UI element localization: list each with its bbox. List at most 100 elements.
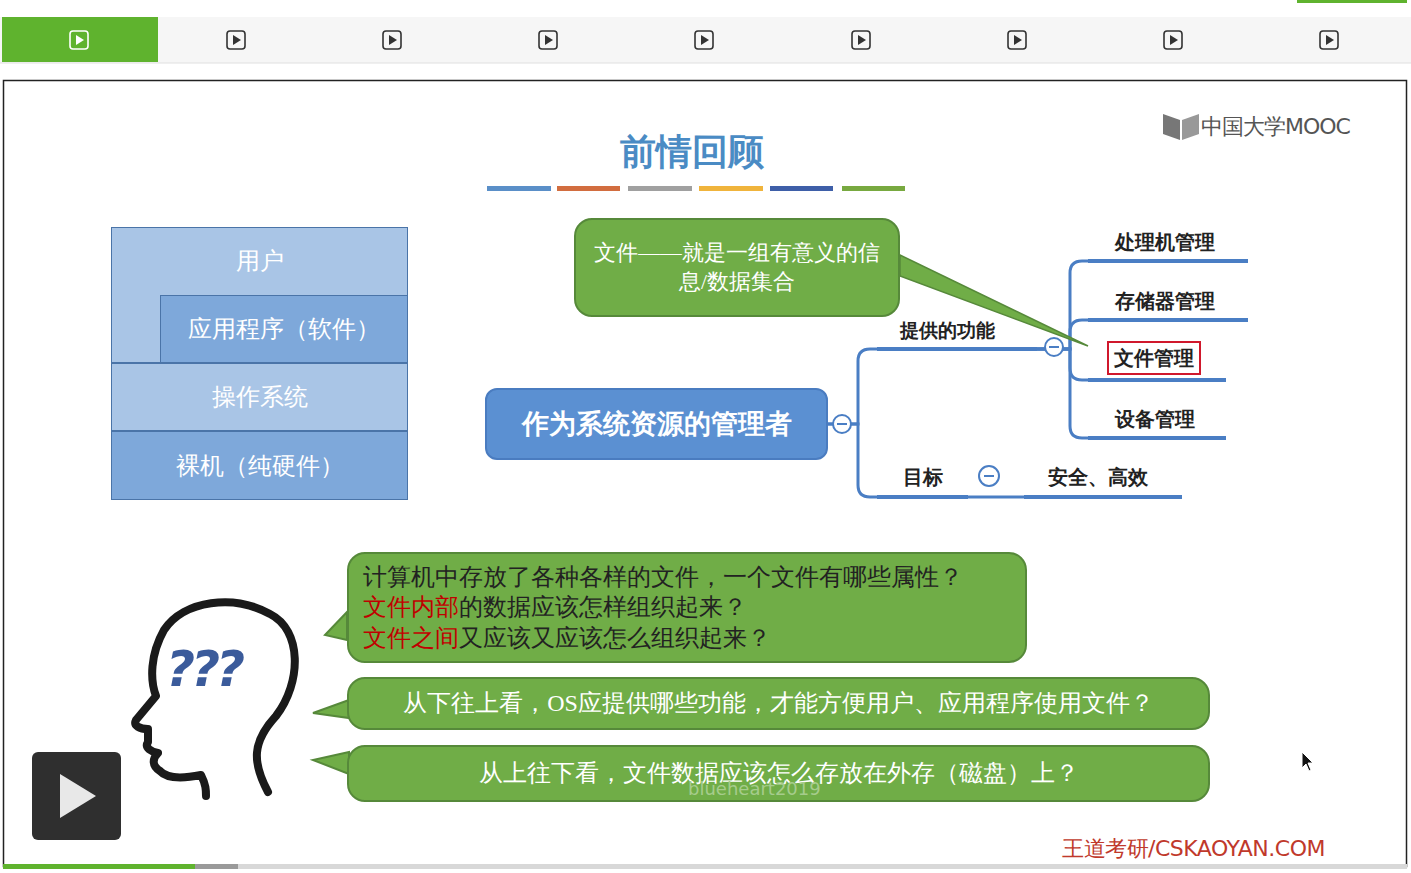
- text-holder: 从下往上看，OS应提供哪些功能，才能方便用户、应用程序使用文件？: [403, 688, 1154, 719]
- text-line: 文件之间又应该又应该怎么组织起来？: [363, 623, 963, 654]
- leaf-topic: 安全、高效: [1024, 460, 1182, 499]
- leaf-topic: 设备管理: [1088, 403, 1226, 440]
- collapse-knob: [979, 466, 999, 486]
- text-line: 提供的功能: [900, 318, 995, 344]
- text-holder: 存储器管理: [1115, 288, 1215, 315]
- node-text: 文件管理: [1107, 341, 1201, 375]
- text-line: 从下往上看，OS应提供哪些功能，才能方便用户、应用程序使用文件？: [403, 688, 1154, 719]
- branch-line: [828, 424, 877, 497]
- thinking-head: [135, 602, 295, 796]
- branch-topic: 提供的功能: [877, 316, 1037, 351]
- leaf-topic: 文件管理: [1088, 338, 1226, 382]
- node-text: 文件——就是一组有意义的信息/数据集合: [594, 241, 879, 293]
- root-topic: 作为系统资源的管理者: [485, 388, 828, 460]
- tab-play: [545, 35, 553, 45]
- node-text: 操作系统: [212, 384, 308, 410]
- tab-icon: [695, 31, 713, 49]
- connector: [1037, 349, 1088, 380]
- text-holder: 操作系统: [212, 381, 308, 413]
- top-tab-mark: [1297, 0, 1407, 3]
- node-text: 从下往上看，OS应提供哪些功能，才能方便用户、应用程序使用文件？: [403, 690, 1154, 716]
- tab-icon: [70, 31, 88, 49]
- tab-play: [233, 35, 241, 45]
- callout-bubble: 文件——就是一组有意义的信息/数据集合: [574, 218, 900, 317]
- text-line: 文件——就是一组有意义的信息/数据集合: [590, 239, 884, 295]
- leaf-topic: 处理机管理: [1088, 226, 1248, 263]
- text-line: 文件内部的数据应该怎样组织起来？: [363, 592, 963, 623]
- text-line: 用户: [112, 228, 407, 294]
- text-holder: 安全、高效: [1048, 464, 1148, 491]
- question-bubble: 计算机中存放了各种各样的文件，一个文件有哪些属性？文件内部的数据应该怎样组织起来…: [347, 552, 1027, 663]
- node-text: 目标: [903, 465, 943, 489]
- active-tab: [2, 17, 158, 62]
- tab-icon: [852, 31, 870, 49]
- watermark: blueheart2019: [688, 778, 821, 799]
- text-line: 文件管理: [1107, 345, 1201, 372]
- tab-bar-edge: [0, 63, 1411, 64]
- connector: [828, 424, 877, 497]
- collapse-knob: [1045, 338, 1063, 356]
- text-line: 目标: [903, 464, 943, 491]
- text-holder: 处理机管理: [1115, 229, 1215, 256]
- layer-box: 裸机（纯硬件）: [111, 431, 408, 500]
- node-text: 文件内部: [363, 594, 459, 620]
- branch-line: [1037, 349, 1088, 438]
- node-text: 设备管理: [1115, 407, 1195, 431]
- connector: [1037, 349, 1088, 438]
- text-holder: 应用程序（软件）: [188, 313, 380, 345]
- tab-icon: [383, 31, 401, 49]
- title-bar: [842, 186, 905, 191]
- branch-line: [968, 496, 1024, 499]
- tab-play: [1170, 35, 1178, 45]
- branch-topic: 目标: [877, 460, 968, 499]
- tab-play: [701, 35, 709, 45]
- text-line: 操作系统: [212, 381, 308, 413]
- layer-box: 用户应用程序（软件）: [111, 227, 408, 363]
- tab-bar: [0, 17, 1411, 63]
- title-bar: [487, 186, 551, 191]
- node-text: 应用程序（软件）: [188, 316, 380, 342]
- tab-play: [1014, 35, 1022, 45]
- tab-icons: [70, 31, 1338, 49]
- progress-played: [3, 864, 195, 869]
- node-text: 作为系统资源的管理者: [522, 408, 792, 439]
- branch-line: [828, 349, 877, 424]
- text-holder: 提供的功能: [900, 318, 995, 344]
- logo-text: 中国大学MOOC: [1201, 112, 1350, 142]
- text-holder: 设备管理: [1115, 406, 1195, 433]
- text-holder: 文件——就是一组有意义的信息/数据集合: [590, 239, 884, 295]
- text-holder: 计算机中存放了各种各样的文件，一个文件有哪些属性？文件内部的数据应该怎样组织起来…: [363, 562, 963, 654]
- connector: [968, 497, 1024, 498]
- callout-tail: [325, 612, 347, 640]
- title-bar: [770, 186, 833, 191]
- title-bar: [699, 186, 763, 191]
- text-line: 应用程序（软件）: [188, 313, 380, 345]
- node-text: 提供的功能: [900, 319, 995, 342]
- mooc-logo-icon: [1163, 114, 1199, 140]
- layer-box: 应用程序（软件）: [160, 295, 408, 363]
- tab-icon: [1164, 31, 1182, 49]
- play-triangle: [60, 774, 96, 818]
- slide-title: 前情回顾: [542, 128, 842, 177]
- node-text: 文件之间: [363, 625, 459, 651]
- callout-tail: [313, 752, 349, 774]
- tab-play: [1326, 35, 1334, 45]
- text-line: 存储器管理: [1115, 288, 1215, 315]
- text-line: 裸机（纯硬件）: [176, 450, 344, 482]
- node-text: 安全、高效: [1048, 465, 1148, 489]
- mouse-cursor: [1302, 752, 1313, 771]
- text-holder: 裸机（纯硬件）: [176, 450, 344, 482]
- play-button: [32, 752, 121, 840]
- connector: [900, 255, 1088, 346]
- progress-buffered: [195, 864, 238, 869]
- callout-pointer: [900, 255, 1088, 346]
- node-text: 存储器管理: [1115, 289, 1215, 313]
- tab-play: [389, 35, 397, 45]
- text-holder: 目标: [903, 464, 943, 491]
- text-line: 设备管理: [1115, 406, 1195, 433]
- node-text: 计算机中存放了各种各样的文件，一个文件有哪些属性？: [363, 564, 963, 590]
- question-bubble: 从下往上看，OS应提供哪些功能，才能方便用户、应用程序使用文件？: [347, 677, 1210, 730]
- slide-frame: [4, 81, 1407, 867]
- tab-icon: [1008, 31, 1026, 49]
- tab-play: [858, 35, 866, 45]
